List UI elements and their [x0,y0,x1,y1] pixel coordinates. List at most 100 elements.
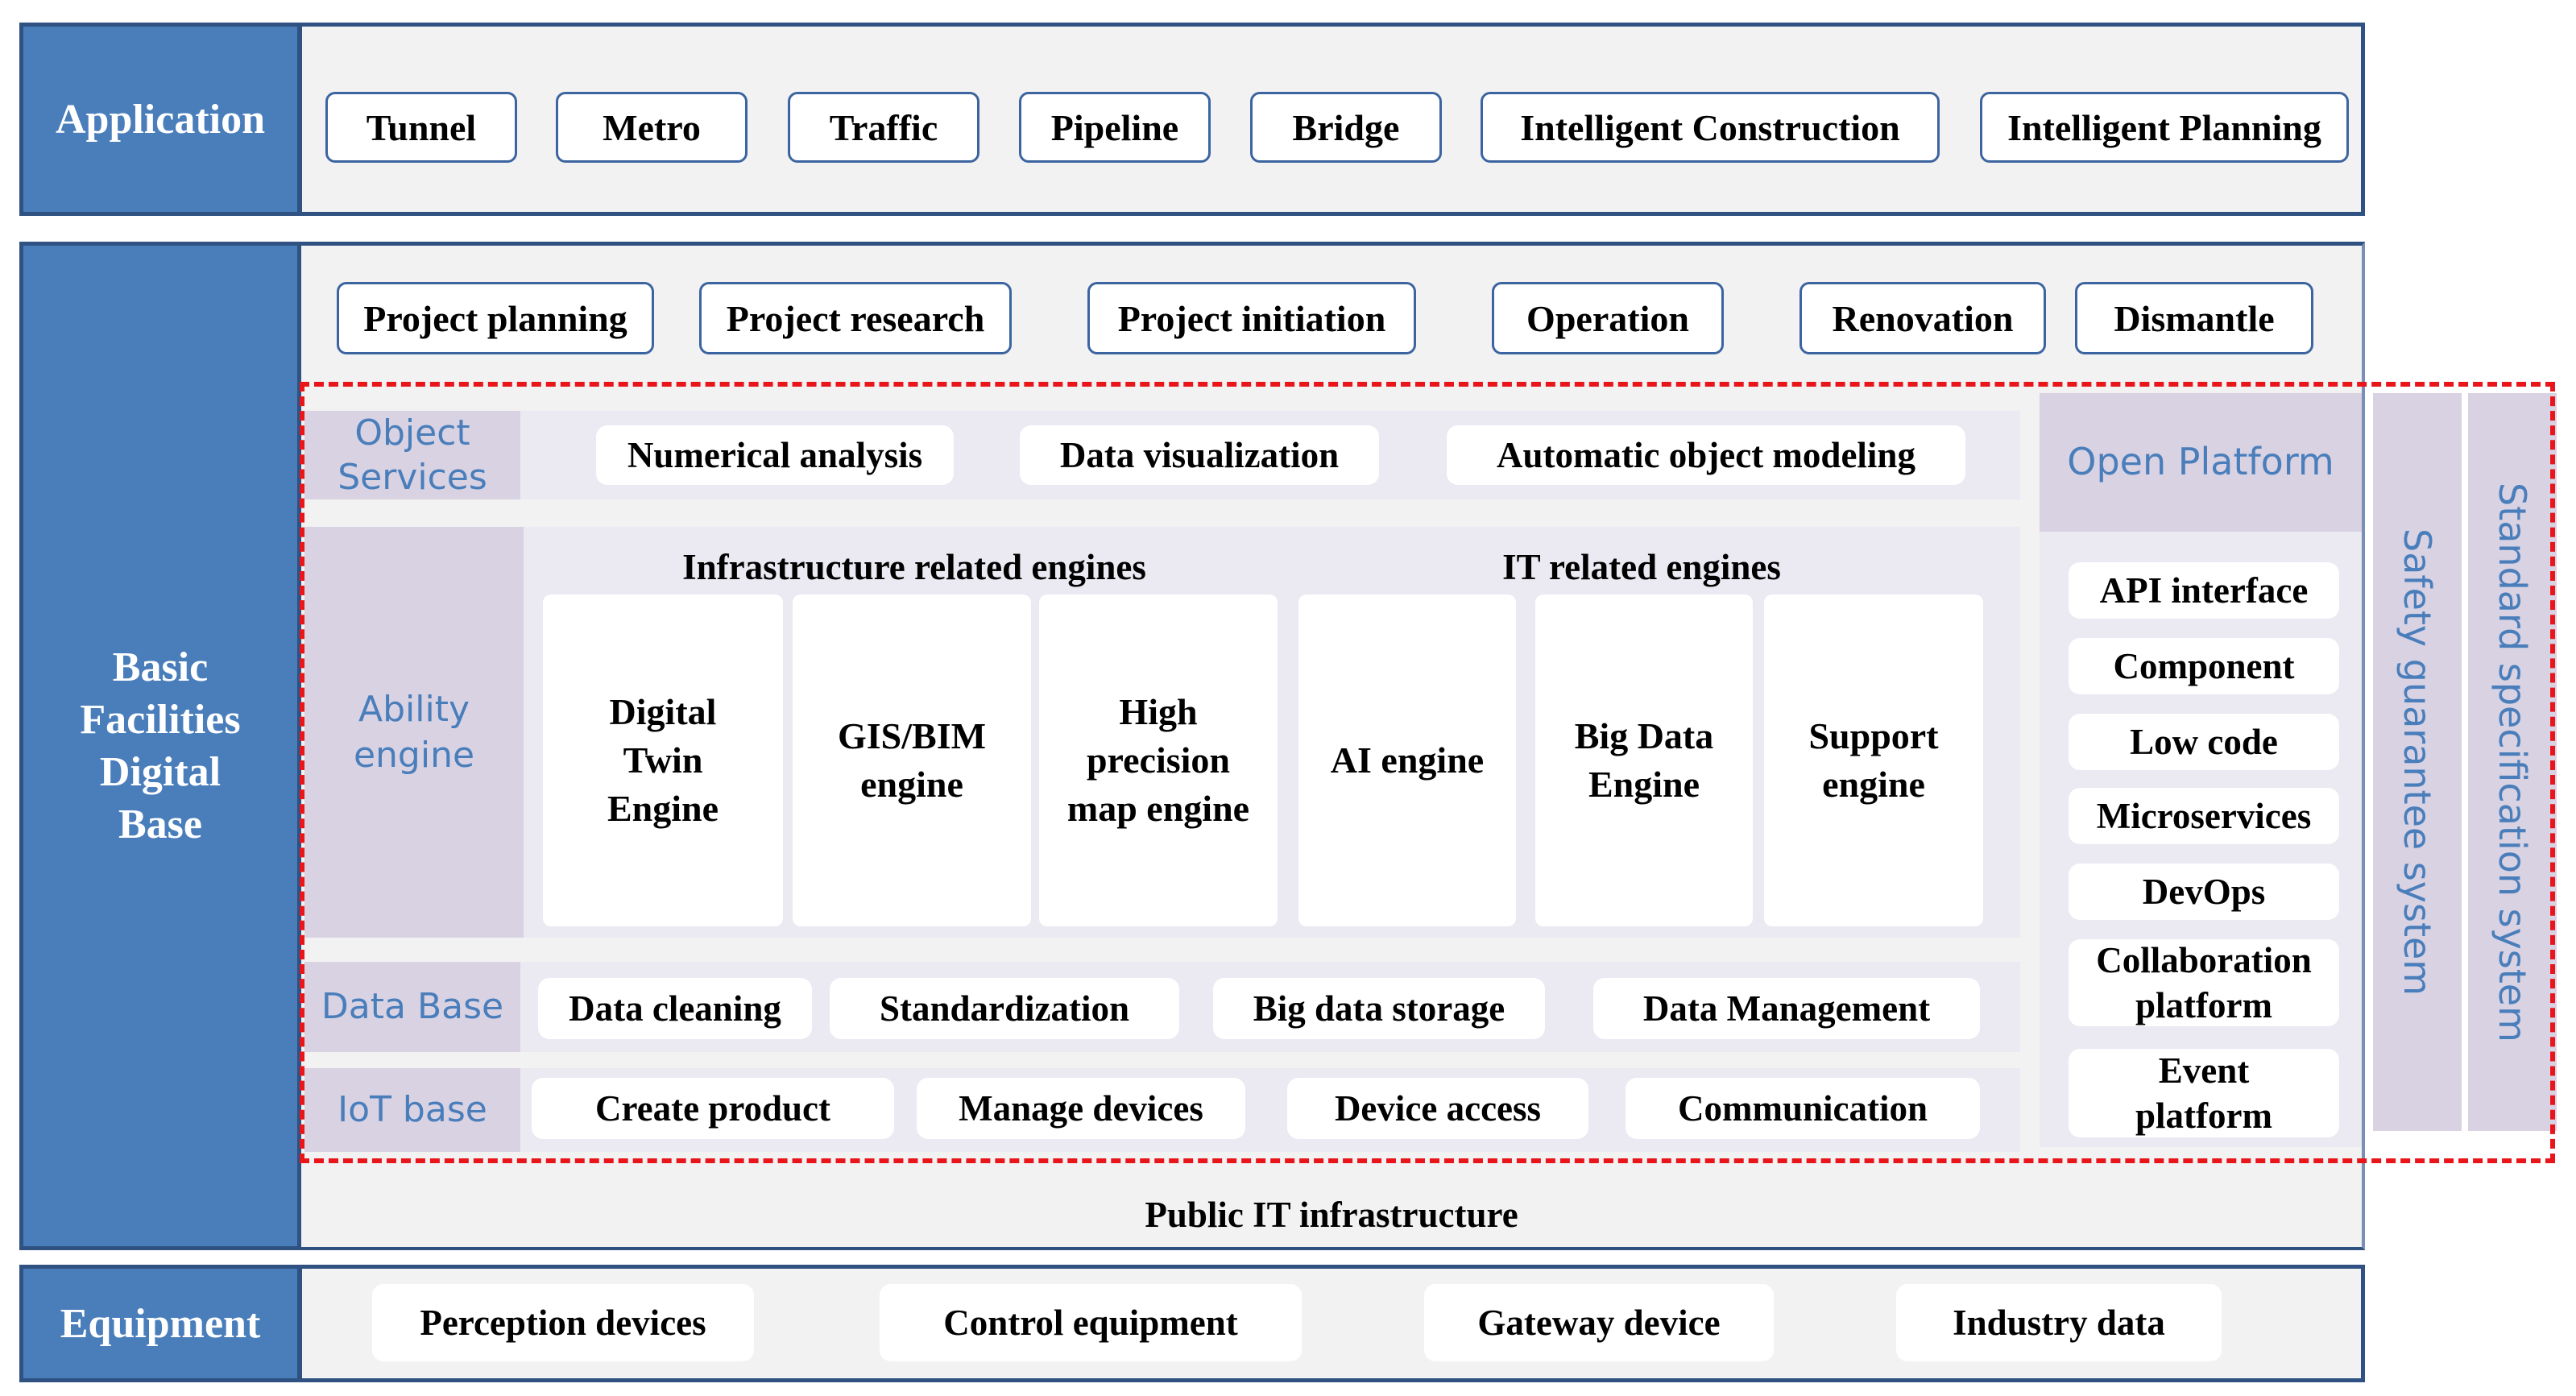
open-platform-label-text: Open Platform [2067,440,2334,484]
app-item-pipeline[interactable]: Pipeline [1019,92,1211,163]
engine-digital-twin[interactable]: Digital Twin Engine [543,594,783,926]
open-devops[interactable]: DevOps [2069,864,2339,920]
object-data-visualization[interactable]: Data visualization [1020,425,1379,485]
base-label-line: Basic [112,644,209,690]
app-item-label: Tunnel [366,106,477,148]
base-label-line: Facilities [80,697,241,743]
chip-label: Manage devices [959,1087,1203,1129]
iot-base-label-text: IoT base [338,1089,487,1131]
iot-communication[interactable]: Communication [1626,1078,1980,1139]
equipment-gateway-device[interactable]: Gateway device [1424,1284,1774,1361]
engine-support[interactable]: Support engine [1764,594,1983,926]
chip-label: Numerical analysis [627,434,923,475]
app-item-tunnel[interactable]: Tunnel [325,92,517,163]
engine-big-data[interactable]: Big Data Engine [1535,594,1753,926]
iot-create-product[interactable]: Create product [532,1078,894,1139]
core-region-dashed-outline [300,382,2555,1163]
chip-label: Standardization [879,988,1130,1029]
stage-dismantle[interactable]: Dismantle [2075,282,2313,354]
chip-label: Device access [1334,1087,1542,1129]
object-services-label: Object Services [304,411,520,499]
engine-label-line: Big Data [1574,715,1714,757]
engine-label-line: map engine [1066,787,1250,829]
engine-high-precision-map[interactable]: High precision map engine [1039,594,1278,926]
public-it-label: Public IT infrastructure [1145,1195,1518,1235]
it-engines-heading-text: IT related engines [1502,547,1781,587]
open-collaboration-platform[interactable]: Collaboration platform [2069,939,2339,1026]
stage-label: Renovation [1832,297,2014,339]
infra-engines-heading: Infrastructure related engines [532,543,1297,591]
infra-engines-heading-text: Infrastructure related engines [682,547,1146,587]
equipment-industry-data[interactable]: Industry data [1896,1284,2222,1361]
application-label: Application [19,23,301,216]
chip-label: DevOps [2142,871,2266,912]
object-automatic-modeling[interactable]: Automatic object modeling [1447,425,1965,485]
open-api-interface[interactable]: API interface [2069,562,2339,619]
stage-label: Project planning [363,297,627,339]
stage-label: Operation [1526,297,1689,339]
chip-label: Create product [594,1087,831,1129]
chip-label: Component [2113,645,2295,686]
data-management[interactable]: Data Management [1593,978,1980,1039]
app-item-metro[interactable]: Metro [556,92,748,163]
chip-label: API interface [2099,570,2309,611]
stage-operation[interactable]: Operation [1492,282,1724,354]
app-item-label: Intelligent Construction [1520,106,1900,148]
equipment-label-text: Equipment [60,1300,261,1347]
chip-label: Automatic object modeling [1497,434,1915,475]
iot-manage-devices[interactable]: Manage devices [917,1078,1245,1139]
open-microservices[interactable]: Microservices [2069,788,2339,844]
ability-engine-label: Ability engine [304,527,524,938]
app-item-label: Traffic [829,106,938,148]
stage-project-initiation[interactable]: Project initiation [1087,282,1416,354]
app-item-bridge[interactable]: Bridge [1250,92,1442,163]
open-event-platform[interactable]: Event platform [2069,1049,2339,1137]
data-cleaning[interactable]: Data cleaning [538,978,812,1039]
stage-renovation[interactable]: Renovation [1799,282,2046,354]
safety-guarantee-column [2373,393,2462,1131]
chip-label: Data Management [1642,988,1931,1029]
base-label-line: Digital [99,749,222,795]
engine-label-line: precision [1086,739,1231,781]
chip-label: Perception devices [420,1302,706,1343]
data-big-data-storage[interactable]: Big data storage [1213,978,1545,1039]
engine-label-line: Engine [1588,764,1700,805]
stage-label: Project initiation [1117,297,1386,339]
public-it-infrastructure: Public IT infrastructure [298,1184,2365,1245]
app-item-intelligent-planning[interactable]: Intelligent Planning [1980,92,2349,163]
app-item-label: Bridge [1292,106,1400,148]
chip-label: Microservices [2096,795,2312,836]
app-item-traffic[interactable]: Traffic [788,92,979,163]
open-component[interactable]: Component [2069,638,2339,694]
open-low-code[interactable]: Low code [2069,714,2339,770]
chip-label: Control equipment [943,1302,1238,1343]
equipment-perception-devices[interactable]: Perception devices [372,1284,754,1361]
app-item-intelligent-construction[interactable]: Intelligent Construction [1481,92,1940,163]
equipment-label: Equipment [19,1265,301,1382]
chip-label-line: platform [2135,985,2272,1025]
app-item-label: Metro [603,106,701,148]
chip-label: Data cleaning [569,988,781,1029]
stage-project-research[interactable]: Project research [699,282,1012,354]
engine-gis-bim[interactable]: GIS/BIM engine [793,594,1031,926]
chip-label-line: Collaboration [2096,939,2312,980]
equipment-control-equipment[interactable]: Control equipment [880,1284,1302,1361]
chip-label: Big data storage [1253,988,1505,1029]
base-label: Basic Facilities Digital Base [19,242,301,1250]
iot-device-access[interactable]: Device access [1287,1078,1588,1139]
data-base-label: Data Base [304,962,520,1052]
engine-label-line: AI engine [1330,739,1485,781]
engine-label-line: Engine [607,787,719,829]
stage-project-planning[interactable]: Project planning [337,282,654,354]
base-label-line: Base [118,802,202,847]
data-standardization[interactable]: Standardization [830,978,1179,1039]
chip-label: Industry data [1953,1302,2165,1343]
standard-spec-label: Standard specification system [2491,482,2534,1042]
standard-spec-column [2468,393,2557,1131]
chip-label: Communication [1677,1087,1928,1129]
stage-label: Dismantle [2114,297,2275,339]
standard-spec-text: Standard specification system [2468,393,2557,1131]
object-numerical-analysis[interactable]: Numerical analysis [596,425,954,485]
engine-label-line: Support [1808,715,1939,757]
engine-ai[interactable]: AI engine [1298,594,1516,926]
